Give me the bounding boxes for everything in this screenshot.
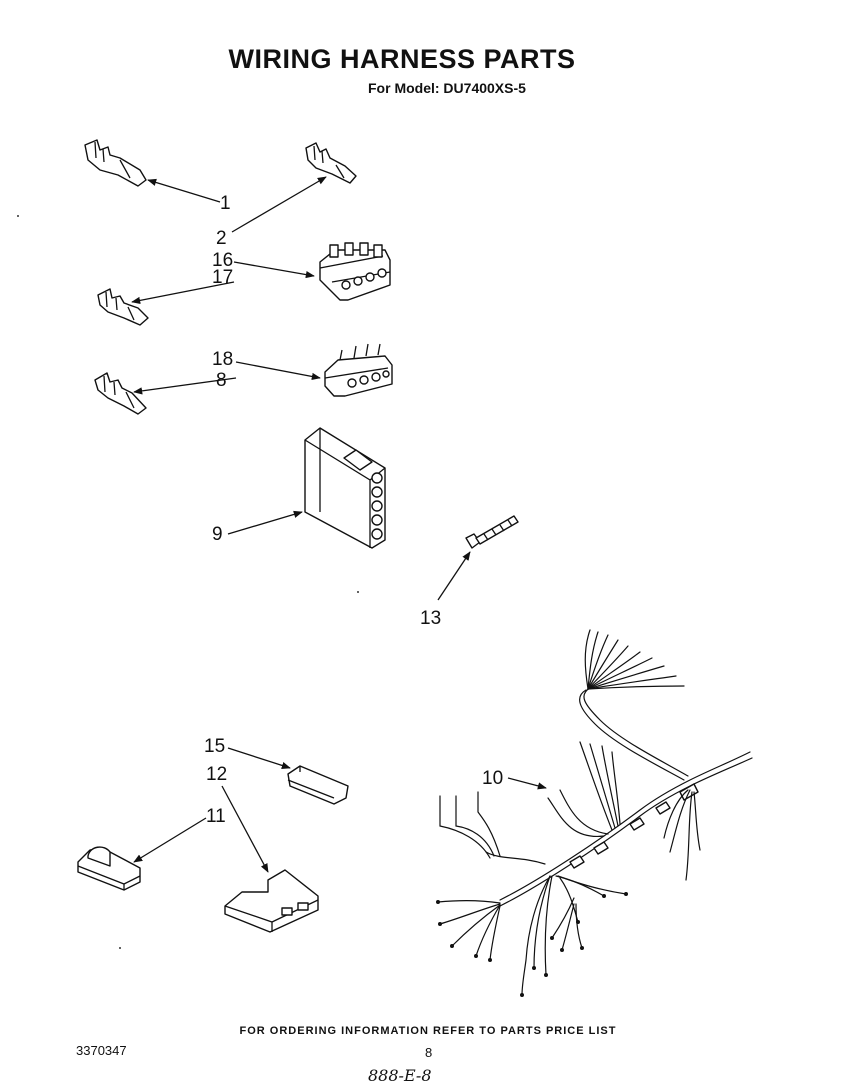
- bracket-part-12: [224, 869, 319, 933]
- wiring-harness-part-10: [436, 629, 753, 997]
- model-subtitle: For Model: DU7400XS-5: [368, 80, 526, 96]
- screw-part-13: [465, 515, 519, 549]
- callout-9: 9: [212, 524, 223, 545]
- handwritten-code: 888-E-8: [368, 1066, 432, 1085]
- leader-line-1: [147, 178, 221, 203]
- leader-line-16: [233, 261, 315, 279]
- callout-8: 8: [216, 370, 227, 391]
- callout-11: 11: [206, 806, 226, 827]
- connector-part-16: [319, 242, 391, 301]
- page-number: 8: [425, 1045, 433, 1060]
- leader-line-2: [231, 176, 327, 233]
- callout-18: 18: [212, 349, 233, 370]
- leader-line-9: [227, 510, 303, 535]
- scan-speck: [17, 215, 19, 217]
- callout-16: 16: [212, 250, 233, 271]
- leader-line-12: [221, 785, 269, 873]
- leader-line-18: [235, 361, 321, 381]
- leader-line-13: [437, 551, 471, 601]
- terminal-part-8: [94, 372, 147, 415]
- callout-15: 15: [204, 736, 225, 757]
- leader-line-17: [131, 281, 235, 304]
- terminal-part-17: [97, 288, 149, 326]
- leader-line-10: [507, 777, 547, 790]
- callout-10: 10: [482, 768, 503, 789]
- callout-12: 12: [206, 764, 227, 785]
- scan-speck: [357, 591, 359, 593]
- ordering-note: FOR ORDERING INFORMATION REFER TO PARTS …: [239, 1025, 617, 1037]
- scan-speck: [119, 947, 121, 949]
- document-number: 3370347: [76, 1043, 127, 1058]
- cap-connector-part-11: [77, 846, 141, 891]
- callout-13: 13: [420, 608, 441, 629]
- connector-block-part-9: [304, 427, 386, 549]
- callout-2: 2: [216, 228, 227, 249]
- pad-part-15: [287, 765, 349, 805]
- terminal-part-1: [84, 139, 147, 187]
- page-title: WIRING HARNESS PARTS: [228, 44, 576, 74]
- callout-1: 1: [220, 193, 231, 214]
- callout-17: 17: [212, 267, 233, 288]
- connector-part-18: [324, 343, 393, 397]
- leader-line-11: [133, 817, 207, 863]
- leader-line-8: [133, 377, 237, 395]
- leader-line-15: [227, 747, 291, 769]
- terminal-part-2: [305, 142, 357, 184]
